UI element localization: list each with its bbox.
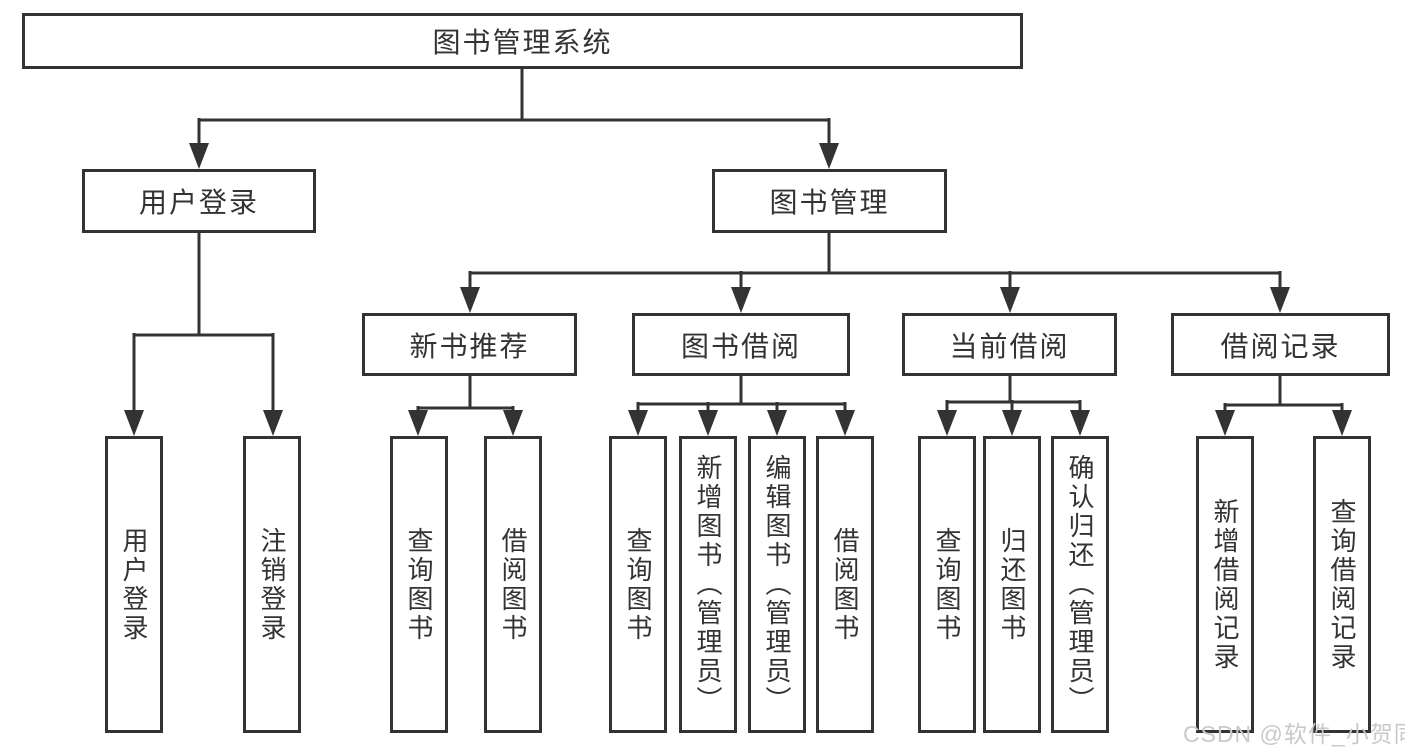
node-user-login: 用户登录 bbox=[82, 169, 316, 233]
leaf-confirm-return-admin-label: 确认归还（管理员） bbox=[1065, 454, 1095, 715]
leaf-query-books-current-label: 查询图书 bbox=[932, 526, 962, 643]
node-new-book-recommend-label: 新书推荐 bbox=[409, 330, 530, 362]
leaf-return-books-label: 归还图书 bbox=[997, 526, 1027, 643]
leaf-add-borrow-record: 新增借阅记录 bbox=[1196, 436, 1254, 733]
leaf-confirm-return-admin: 确认归还（管理员） bbox=[1051, 436, 1109, 733]
node-root-system: 图书管理系统 bbox=[22, 13, 1023, 69]
leaf-logout-login: 注销登录 bbox=[243, 436, 301, 733]
leaf-borrow-books: 借阅图书 bbox=[816, 436, 874, 733]
node-new-book-recommend: 新书推荐 bbox=[362, 313, 577, 376]
node-book-borrow-label: 图书借阅 bbox=[680, 330, 801, 362]
node-user-login-label: 用户登录 bbox=[138, 187, 259, 218]
leaf-add-borrow-record-label: 新增借阅记录 bbox=[1210, 497, 1240, 672]
leaf-borrow-books-label: 借阅图书 bbox=[830, 526, 860, 643]
leaf-add-book-admin: 新增图书（管理员） bbox=[679, 436, 737, 733]
leaf-logout-login-label: 注销登录 bbox=[257, 526, 287, 643]
node-current-borrow: 当前借阅 bbox=[902, 313, 1117, 376]
leaf-borrow-books-recommend-label: 借阅图书 bbox=[498, 526, 528, 643]
leaf-edit-book-admin-label: 编辑图书（管理员） bbox=[762, 454, 792, 715]
csdn-watermark: CSDN @软件_小贺同学 bbox=[1183, 721, 1405, 747]
leaf-query-borrow-record-label: 查询借阅记录 bbox=[1327, 497, 1357, 672]
node-current-borrow-label: 当前借阅 bbox=[949, 330, 1070, 362]
leaf-borrow-books-recommend: 借阅图书 bbox=[484, 436, 542, 733]
leaf-query-books-borrow: 查询图书 bbox=[609, 436, 667, 733]
leaf-query-books-recommend-label: 查询图书 bbox=[404, 526, 434, 643]
leaf-query-borrow-record: 查询借阅记录 bbox=[1313, 436, 1371, 733]
leaf-query-books-current: 查询图书 bbox=[918, 436, 976, 733]
node-borrow-records-label: 借阅记录 bbox=[1220, 330, 1341, 362]
node-borrow-records: 借阅记录 bbox=[1171, 313, 1390, 376]
leaf-edit-book-admin: 编辑图书（管理员） bbox=[748, 436, 806, 733]
node-root-label: 图书管理系统 bbox=[432, 27, 613, 58]
leaf-user-login: 用户登录 bbox=[105, 436, 163, 733]
node-book-borrow: 图书借阅 bbox=[632, 313, 850, 376]
leaf-add-book-admin-label: 新增图书（管理员） bbox=[693, 454, 723, 715]
leaf-user-login-label: 用户登录 bbox=[119, 526, 149, 643]
leaf-return-books: 归还图书 bbox=[983, 436, 1041, 733]
node-book-management-label: 图书管理 bbox=[769, 187, 890, 218]
leaf-query-books-borrow-label: 查询图书 bbox=[623, 526, 653, 643]
node-book-management: 图书管理 bbox=[712, 169, 947, 233]
leaf-query-books-recommend: 查询图书 bbox=[390, 436, 448, 733]
